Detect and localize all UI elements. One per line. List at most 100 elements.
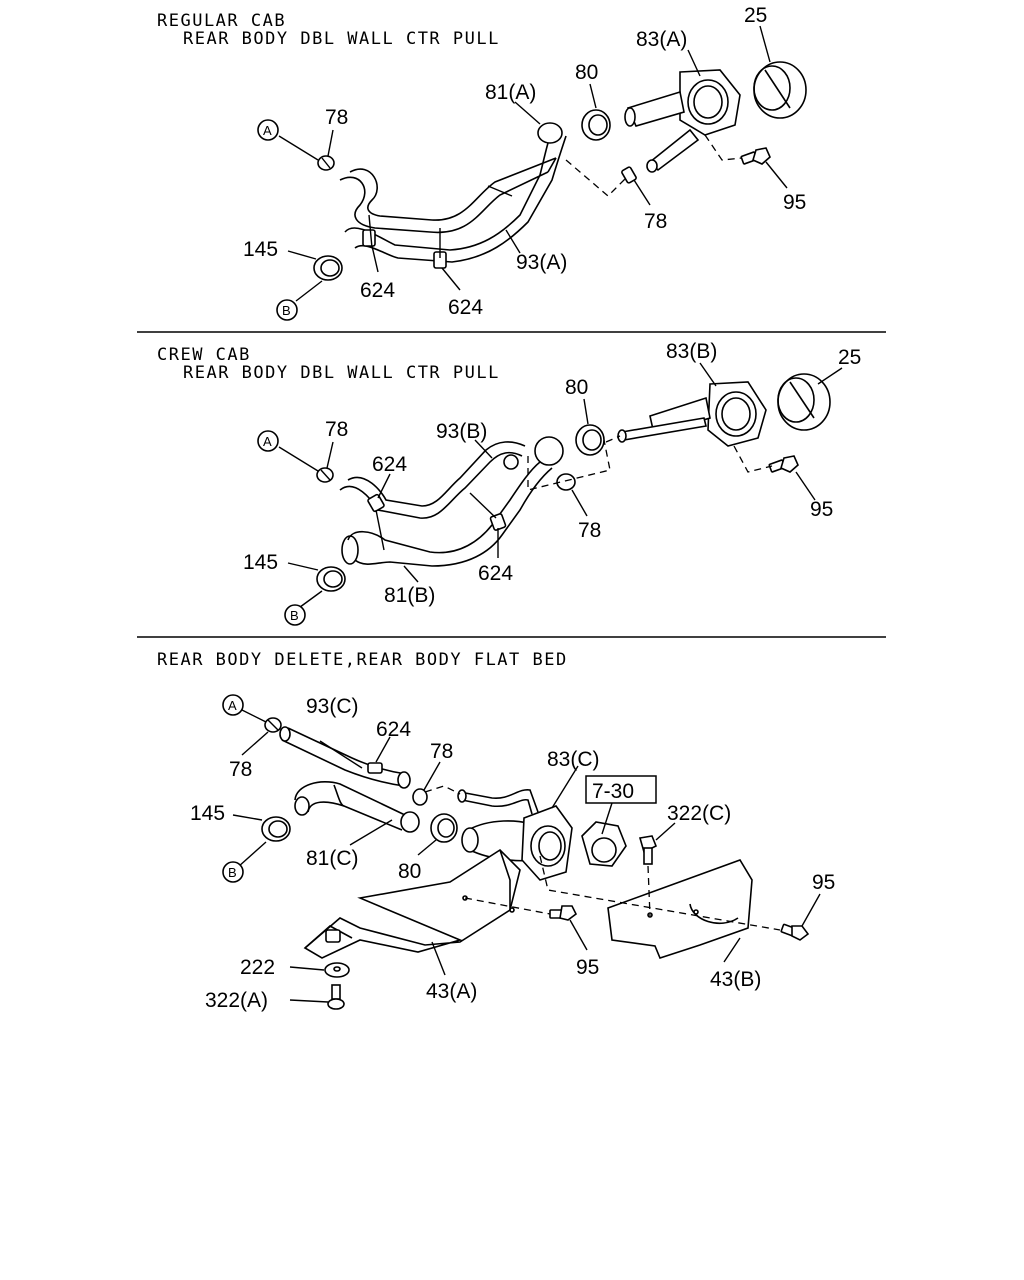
section-title: REAR BODY DELETE,REAR BODY FLAT BED (157, 650, 568, 670)
hose-93c (279, 726, 411, 789)
label-145: 145 (243, 238, 278, 261)
bolt-95-right (780, 923, 810, 941)
label-93c: 93(C) (306, 695, 359, 718)
svg-text:B: B (290, 608, 299, 623)
svg-text:A: A (228, 698, 237, 713)
clamp-624-right (433, 228, 447, 269)
label-93a: 93(A) (516, 251, 567, 274)
washer-222 (324, 962, 350, 978)
fuel-cap-25 (753, 61, 807, 119)
label-95: 95 (812, 871, 835, 894)
callout-b: B (222, 861, 244, 883)
label-81c: 81(C) (306, 847, 359, 870)
callout-a: A (257, 119, 279, 141)
fuel-cap (581, 821, 627, 867)
small-tube (457, 789, 539, 815)
section-title: CREW CAB (157, 345, 251, 365)
clamp-624-left (367, 493, 385, 551)
label-80: 80 (565, 376, 588, 399)
section-title: REGULAR CAB (157, 11, 286, 31)
label-78: 78 (325, 418, 348, 441)
label-78: 78 (430, 740, 453, 763)
label-81b: 81(B) (384, 584, 435, 607)
hose-81c-end (400, 811, 420, 833)
bolt-322c (638, 835, 658, 865)
label-78: 78 (325, 106, 348, 129)
label-78: 78 (578, 519, 601, 542)
clamp-80 (575, 424, 605, 456)
clamp-80 (581, 109, 611, 141)
label-95: 95 (576, 956, 599, 979)
bolt-322a (327, 984, 345, 1010)
label-83b: 83(B) (666, 340, 717, 363)
callout-b: B (284, 604, 306, 626)
label-624: 624 (372, 453, 407, 476)
label-624: 624 (478, 562, 513, 585)
label-624: 624 (376, 718, 411, 741)
label-43a: 43(A) (426, 980, 477, 1003)
clamp-145 (313, 255, 343, 281)
clamp-78-left (316, 467, 334, 483)
label-81a: 81(A) (485, 81, 536, 104)
bolt-95-left (549, 905, 578, 921)
filler-neck-83a (624, 69, 741, 173)
section-regular-cab: REGULAR CAB REAR BODY DBL WALL CTR PULL (157, 4, 807, 321)
clamp-80 (430, 813, 458, 843)
label-93b: 93(B) (436, 420, 487, 443)
svg-text:A: A (263, 434, 272, 449)
label-83a: 83(A) (636, 28, 687, 51)
clamp-624-left (362, 214, 376, 249)
bolt-95 (740, 147, 771, 165)
clamp-145 (261, 816, 291, 842)
section-rear-body-delete: REAR BODY DELETE,REAR BODY FLAT BED (157, 650, 835, 1012)
section-subtitle: REAR BODY DBL WALL CTR PULL (183, 363, 500, 383)
label-624: 624 (448, 296, 483, 319)
callout-a: A (222, 694, 244, 716)
label-322a: 322(A) (205, 989, 268, 1012)
label-145: 145 (243, 551, 278, 574)
bracket-43a (303, 848, 521, 959)
clamp-78-right (556, 473, 576, 491)
fuel-cap-25 (777, 373, 831, 431)
hose-93b (339, 441, 526, 519)
svg-text:B: B (228, 865, 237, 880)
label-78: 78 (229, 758, 252, 781)
hose-81a (344, 122, 567, 263)
label-80: 80 (575, 61, 598, 84)
label-322c: 322(C) (667, 802, 731, 825)
clamp-145 (316, 566, 346, 592)
section-subtitle: REAR BODY DBL WALL CTR PULL (183, 29, 500, 49)
label-145: 145 (190, 802, 225, 825)
label-95: 95 (810, 498, 833, 521)
label-43b: 43(B) (710, 968, 761, 991)
reference-box-7-30: 7-30 (585, 775, 657, 804)
callout-b: B (276, 299, 298, 321)
clamp-78-right (412, 788, 428, 806)
hose-81b (341, 436, 564, 567)
bracket-43b (607, 859, 753, 959)
hose-81c (294, 781, 420, 833)
clamp-78-left (264, 717, 282, 733)
label-95: 95 (783, 191, 806, 214)
label-78: 78 (644, 210, 667, 233)
clamp-624-right (469, 492, 507, 531)
nut-clip (325, 929, 341, 943)
section-crew-cab: CREW CAB REAR BODY DBL WALL CTR PULL (157, 340, 861, 626)
hose-81a-end (537, 122, 563, 144)
filler-neck-83c (461, 805, 573, 881)
svg-text:B: B (282, 303, 291, 318)
clamp-624 (367, 762, 383, 774)
label-624: 624 (360, 279, 395, 302)
label-83c: 83(C) (547, 748, 600, 771)
svg-text:A: A (263, 123, 272, 138)
hose-93a (339, 157, 557, 234)
label-25: 25 (744, 4, 767, 27)
hose-81b-end (534, 436, 564, 466)
clamp-78-left (317, 155, 335, 171)
callout-a: A (257, 430, 279, 452)
label-80: 80 (398, 860, 421, 883)
label-25: 25 (838, 346, 861, 369)
svg-text:7-30: 7-30 (592, 780, 634, 803)
clamp-78-right (621, 166, 637, 184)
